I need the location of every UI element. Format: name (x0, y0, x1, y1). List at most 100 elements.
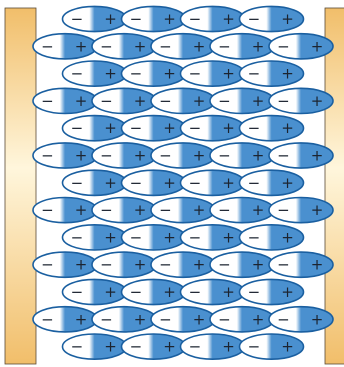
positive-sign: + (222, 174, 235, 192)
negative-sign: − (100, 256, 113, 274)
dipole: −+ (210, 34, 274, 59)
dipole: −+ (269, 88, 333, 113)
dipole: −+ (33, 34, 97, 59)
positive-sign: + (75, 256, 88, 274)
dipole: −+ (269, 307, 333, 332)
positive-sign: + (193, 310, 206, 328)
positive-sign: + (193, 256, 206, 274)
negative-sign: − (218, 310, 231, 328)
positive-sign: + (281, 174, 294, 192)
negative-sign: − (248, 65, 261, 83)
negative-sign: − (218, 201, 231, 219)
dipole: −+ (181, 61, 245, 86)
negative-sign: − (100, 201, 113, 219)
negative-sign: − (189, 338, 202, 356)
dipole: −+ (92, 307, 156, 332)
dipole: −+ (181, 116, 245, 141)
dipole: −+ (33, 252, 97, 277)
negative-sign: − (159, 147, 172, 165)
positive-sign: + (281, 10, 294, 28)
negative-sign: − (218, 37, 231, 55)
negative-sign: − (71, 283, 84, 301)
dipole: −+ (33, 88, 97, 113)
positive-sign: + (134, 147, 147, 165)
negative-sign: − (159, 256, 172, 274)
positive-sign: + (311, 92, 324, 110)
positive-sign: + (281, 283, 294, 301)
dipole: −+ (92, 34, 156, 59)
dipole: −+ (122, 6, 186, 31)
positive-sign: + (281, 65, 294, 83)
negative-sign: − (41, 92, 54, 110)
negative-sign: − (71, 119, 84, 137)
negative-sign: − (41, 37, 54, 55)
negative-sign: − (100, 310, 113, 328)
positive-sign: + (163, 119, 176, 137)
negative-sign: − (189, 174, 202, 192)
negative-sign: − (159, 92, 172, 110)
dipole: −+ (240, 225, 304, 250)
dipole: −+ (63, 116, 127, 141)
dipole: −+ (63, 334, 127, 359)
dipole: −+ (92, 88, 156, 113)
positive-sign: + (311, 256, 324, 274)
dipole: −+ (151, 34, 215, 59)
negative-sign: − (189, 65, 202, 83)
positive-sign: + (134, 310, 147, 328)
dipole: −+ (269, 143, 333, 168)
negative-sign: − (41, 147, 54, 165)
dipole: −+ (122, 61, 186, 86)
positive-sign: + (163, 65, 176, 83)
negative-sign: − (41, 256, 54, 274)
positive-sign: + (193, 37, 206, 55)
positive-sign: + (163, 10, 176, 28)
dipole: −+ (33, 198, 97, 223)
positive-sign: + (104, 10, 117, 28)
negative-sign: − (71, 65, 84, 83)
dipole: −+ (122, 225, 186, 250)
dipole: −+ (33, 143, 97, 168)
negative-sign: − (71, 338, 84, 356)
dipole: −+ (181, 225, 245, 250)
negative-sign: − (248, 338, 261, 356)
positive-sign: + (222, 228, 235, 246)
negative-sign: − (277, 92, 290, 110)
positive-sign: + (252, 92, 265, 110)
negative-sign: − (277, 37, 290, 55)
dipole: −+ (181, 334, 245, 359)
negative-sign: − (189, 10, 202, 28)
positive-sign: + (104, 283, 117, 301)
positive-sign: + (163, 283, 176, 301)
positive-sign: + (134, 92, 147, 110)
negative-sign: − (71, 10, 84, 28)
positive-sign: + (311, 147, 324, 165)
negative-sign: − (130, 174, 143, 192)
positive-sign: + (252, 147, 265, 165)
positive-sign: + (75, 201, 88, 219)
positive-sign: + (134, 37, 147, 55)
positive-sign: + (75, 310, 88, 328)
dipole: −+ (210, 88, 274, 113)
positive-sign: + (75, 147, 88, 165)
dipole: −+ (33, 307, 97, 332)
positive-sign: + (104, 65, 117, 83)
negative-sign: − (100, 37, 113, 55)
negative-sign: − (71, 174, 84, 192)
dipole: −+ (92, 252, 156, 277)
positive-sign: + (193, 201, 206, 219)
positive-sign: + (75, 37, 88, 55)
negative-sign: − (218, 256, 231, 274)
positive-sign: + (134, 201, 147, 219)
negative-sign: − (130, 119, 143, 137)
positive-sign: + (104, 174, 117, 192)
positive-sign: + (104, 228, 117, 246)
dipole: −+ (151, 88, 215, 113)
positive-sign: + (311, 310, 324, 328)
negative-sign: − (130, 10, 143, 28)
positive-sign: + (311, 37, 324, 55)
dipole: −+ (92, 198, 156, 223)
negative-sign: − (130, 65, 143, 83)
positive-sign: + (222, 10, 235, 28)
dipole: −+ (240, 334, 304, 359)
positive-sign: + (104, 119, 117, 137)
